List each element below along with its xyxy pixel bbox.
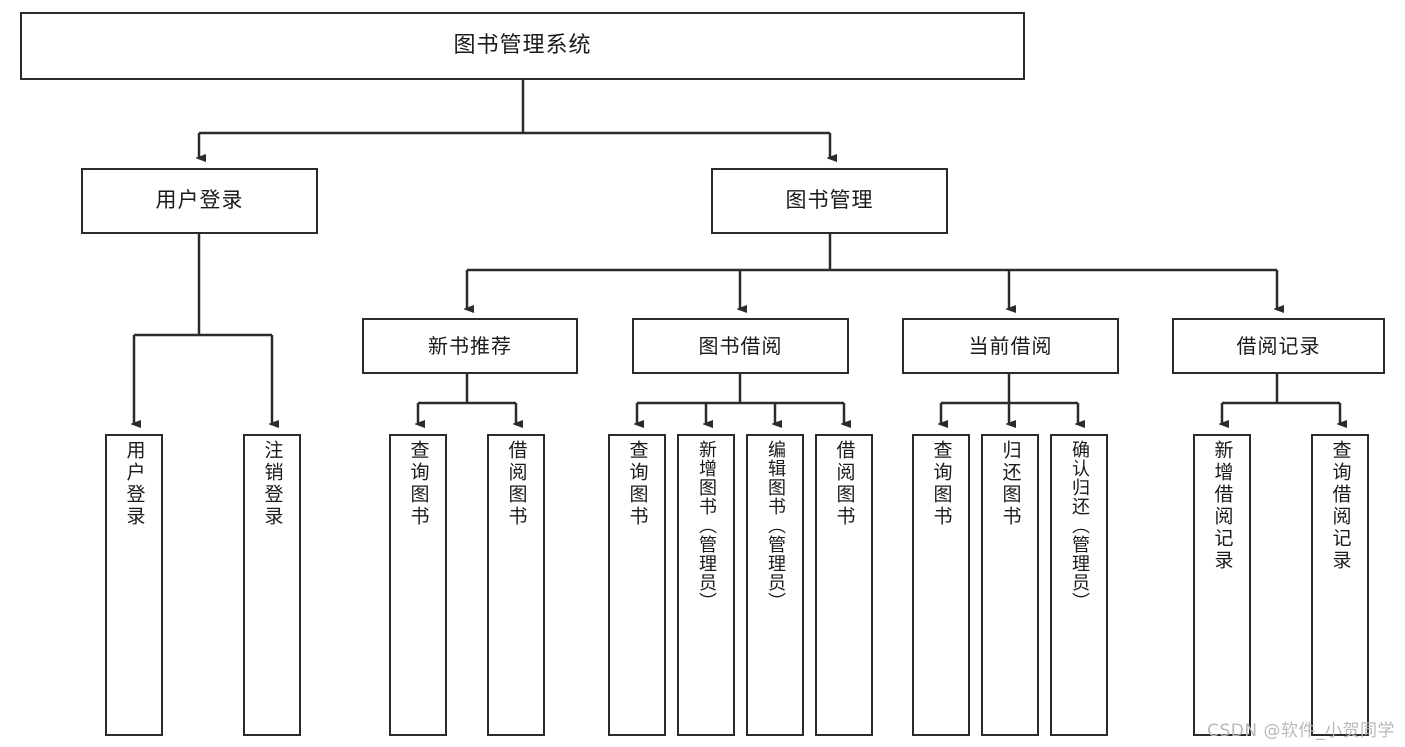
node-leaf-logout-login[interactable]: 注销登录 [243,434,301,736]
node-leaf-return-book[interactable]: 归还图书 [981,434,1039,736]
node-leaf-query-record[interactable]: 查询借阅记录 [1311,434,1369,736]
node-leaf-edit-book-label: 编辑图书（管理员） [765,440,786,611]
node-borrow-record[interactable]: 借阅记录 [1172,318,1385,374]
node-leaf-user-login[interactable]: 用户登录 [105,434,163,736]
node-leaf-query-book-1[interactable]: 查询图书 [389,434,447,736]
node-current-borrow-label: 当前借阅 [968,334,1053,358]
node-leaf-borrow-book-2-label: 借阅图书 [833,440,856,528]
node-leaf-query-book-3-label: 查询图书 [930,440,953,528]
node-leaf-borrow-book-1[interactable]: 借阅图书 [487,434,545,736]
node-leaf-return-book-label: 归还图书 [999,440,1022,528]
node-leaf-confirm-return[interactable]: 确认归还（管理员） [1050,434,1108,736]
node-leaf-query-book-2[interactable]: 查询图书 [608,434,666,736]
csdn-watermark: CSDN @软件_小贺同学 [1207,721,1395,741]
node-leaf-add-book-label: 新增图书（管理员） [696,440,717,611]
node-leaf-query-book-2-label: 查询图书 [626,440,649,528]
node-borrow-record-label: 借阅记录 [1236,334,1321,358]
node-leaf-logout-login-label: 注销登录 [261,440,284,528]
node-leaf-query-book-1-label: 查询图书 [407,440,430,528]
node-leaf-borrow-book-1-label: 借阅图书 [505,440,528,528]
node-new-book-rec-label: 新书推荐 [428,334,512,358]
node-book-borrow[interactable]: 图书借阅 [632,318,849,374]
node-leaf-query-record-label: 查询借阅记录 [1329,440,1352,572]
node-leaf-add-record[interactable]: 新增借阅记录 [1193,434,1251,736]
node-book-borrow-label: 图书借阅 [698,334,783,358]
node-leaf-confirm-return-label: 确认归还（管理员） [1069,440,1090,611]
node-root[interactable]: 图书管理系统 [20,12,1025,80]
node-current-borrow[interactable]: 当前借阅 [902,318,1119,374]
node-user-login[interactable]: 用户登录 [81,168,318,234]
node-new-book-rec[interactable]: 新书推荐 [362,318,578,374]
node-book-manage-label: 图书管理 [785,188,874,213]
node-leaf-query-book-3[interactable]: 查询图书 [912,434,970,736]
node-book-manage[interactable]: 图书管理 [711,168,948,234]
node-leaf-add-book[interactable]: 新增图书（管理员） [677,434,735,736]
node-user-login-label: 用户登录 [155,188,244,213]
node-leaf-edit-book[interactable]: 编辑图书（管理员） [746,434,804,736]
node-leaf-add-record-label: 新增借阅记录 [1211,440,1234,572]
node-leaf-user-login-label: 用户登录 [123,440,146,528]
node-leaf-borrow-book-2[interactable]: 借阅图书 [815,434,873,736]
node-root-label: 图书管理系统 [453,32,592,58]
